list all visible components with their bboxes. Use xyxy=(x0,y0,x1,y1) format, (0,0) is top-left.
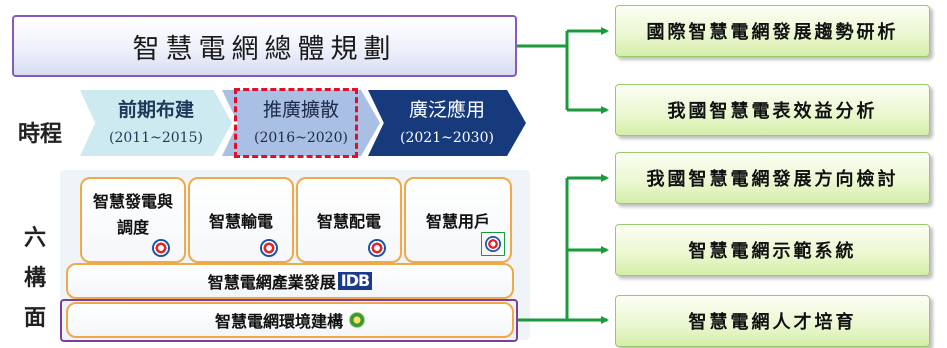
environment-bar-text: 智慧電網環境建構 xyxy=(214,312,343,331)
facet-users: 智慧用戶 xyxy=(404,177,512,263)
gear-logo-icon xyxy=(349,312,365,328)
timeline-label: 時程 xyxy=(17,121,62,147)
phase-wide-application: 廣泛應用 (2021~2030) xyxy=(368,90,526,156)
task-talent-cultivation: 智慧電網人才培育 xyxy=(615,295,930,347)
facet-text: 智慧發電與調度 xyxy=(92,192,173,237)
facets-label: 六構 面 xyxy=(14,218,56,338)
taipower-logo-icon xyxy=(260,239,278,257)
facet-text: 智慧用戶 xyxy=(425,212,490,231)
phase-promotion: 推廣擴散 (2016~2020) xyxy=(222,90,380,156)
phase-name: 廣泛應用 xyxy=(408,99,485,121)
facet-generation-dispatch: 智慧發電與調度 xyxy=(80,177,186,263)
phase-name: 推廣擴散 xyxy=(262,99,339,121)
task-international-trend-analysis: 國際智慧電網發展趨勢研析 xyxy=(615,5,930,57)
phase-years: (2016~2020) xyxy=(254,130,348,146)
current-phase-highlight xyxy=(234,88,358,158)
idb-logo-icon: IDB xyxy=(337,272,373,290)
phase-early: 前期布建 (2011~2015) xyxy=(80,90,232,156)
industry-bar-text: 智慧電網產業發展 xyxy=(207,273,336,292)
task-smart-meter-benefit-analysis: 我國智慧電表效益分析 xyxy=(615,84,930,136)
task-development-direction-review: 我國智慧電網發展方向檢討 xyxy=(615,152,930,204)
environment-building-bar: 智慧電網環境建構 xyxy=(66,302,514,338)
industry-development-bar: 智慧電網產業發展 IDB xyxy=(66,263,514,299)
facets-label-line1: 六構 xyxy=(23,225,46,291)
taipower-logo-icon xyxy=(368,239,386,257)
master-plan-title: 智慧電網總體規劃 xyxy=(12,15,517,77)
taipower-logo-icon xyxy=(481,232,505,256)
environment-highlight-frame xyxy=(60,299,518,342)
facet-transmission: 智慧輸電 xyxy=(188,177,294,263)
facet-distribution: 智慧配電 xyxy=(296,177,402,263)
phase-name: 前期布建 xyxy=(117,99,194,121)
taipower-logo-icon xyxy=(152,239,170,257)
facet-text: 智慧配電 xyxy=(316,212,381,231)
task-demonstration-system: 智慧電網示範系統 xyxy=(615,224,930,276)
phase-years: (2011~2015) xyxy=(109,130,203,146)
phase-years: (2021~2030) xyxy=(400,130,494,146)
facets-label-line2: 面 xyxy=(23,305,46,331)
facet-text: 智慧輸電 xyxy=(208,212,273,231)
